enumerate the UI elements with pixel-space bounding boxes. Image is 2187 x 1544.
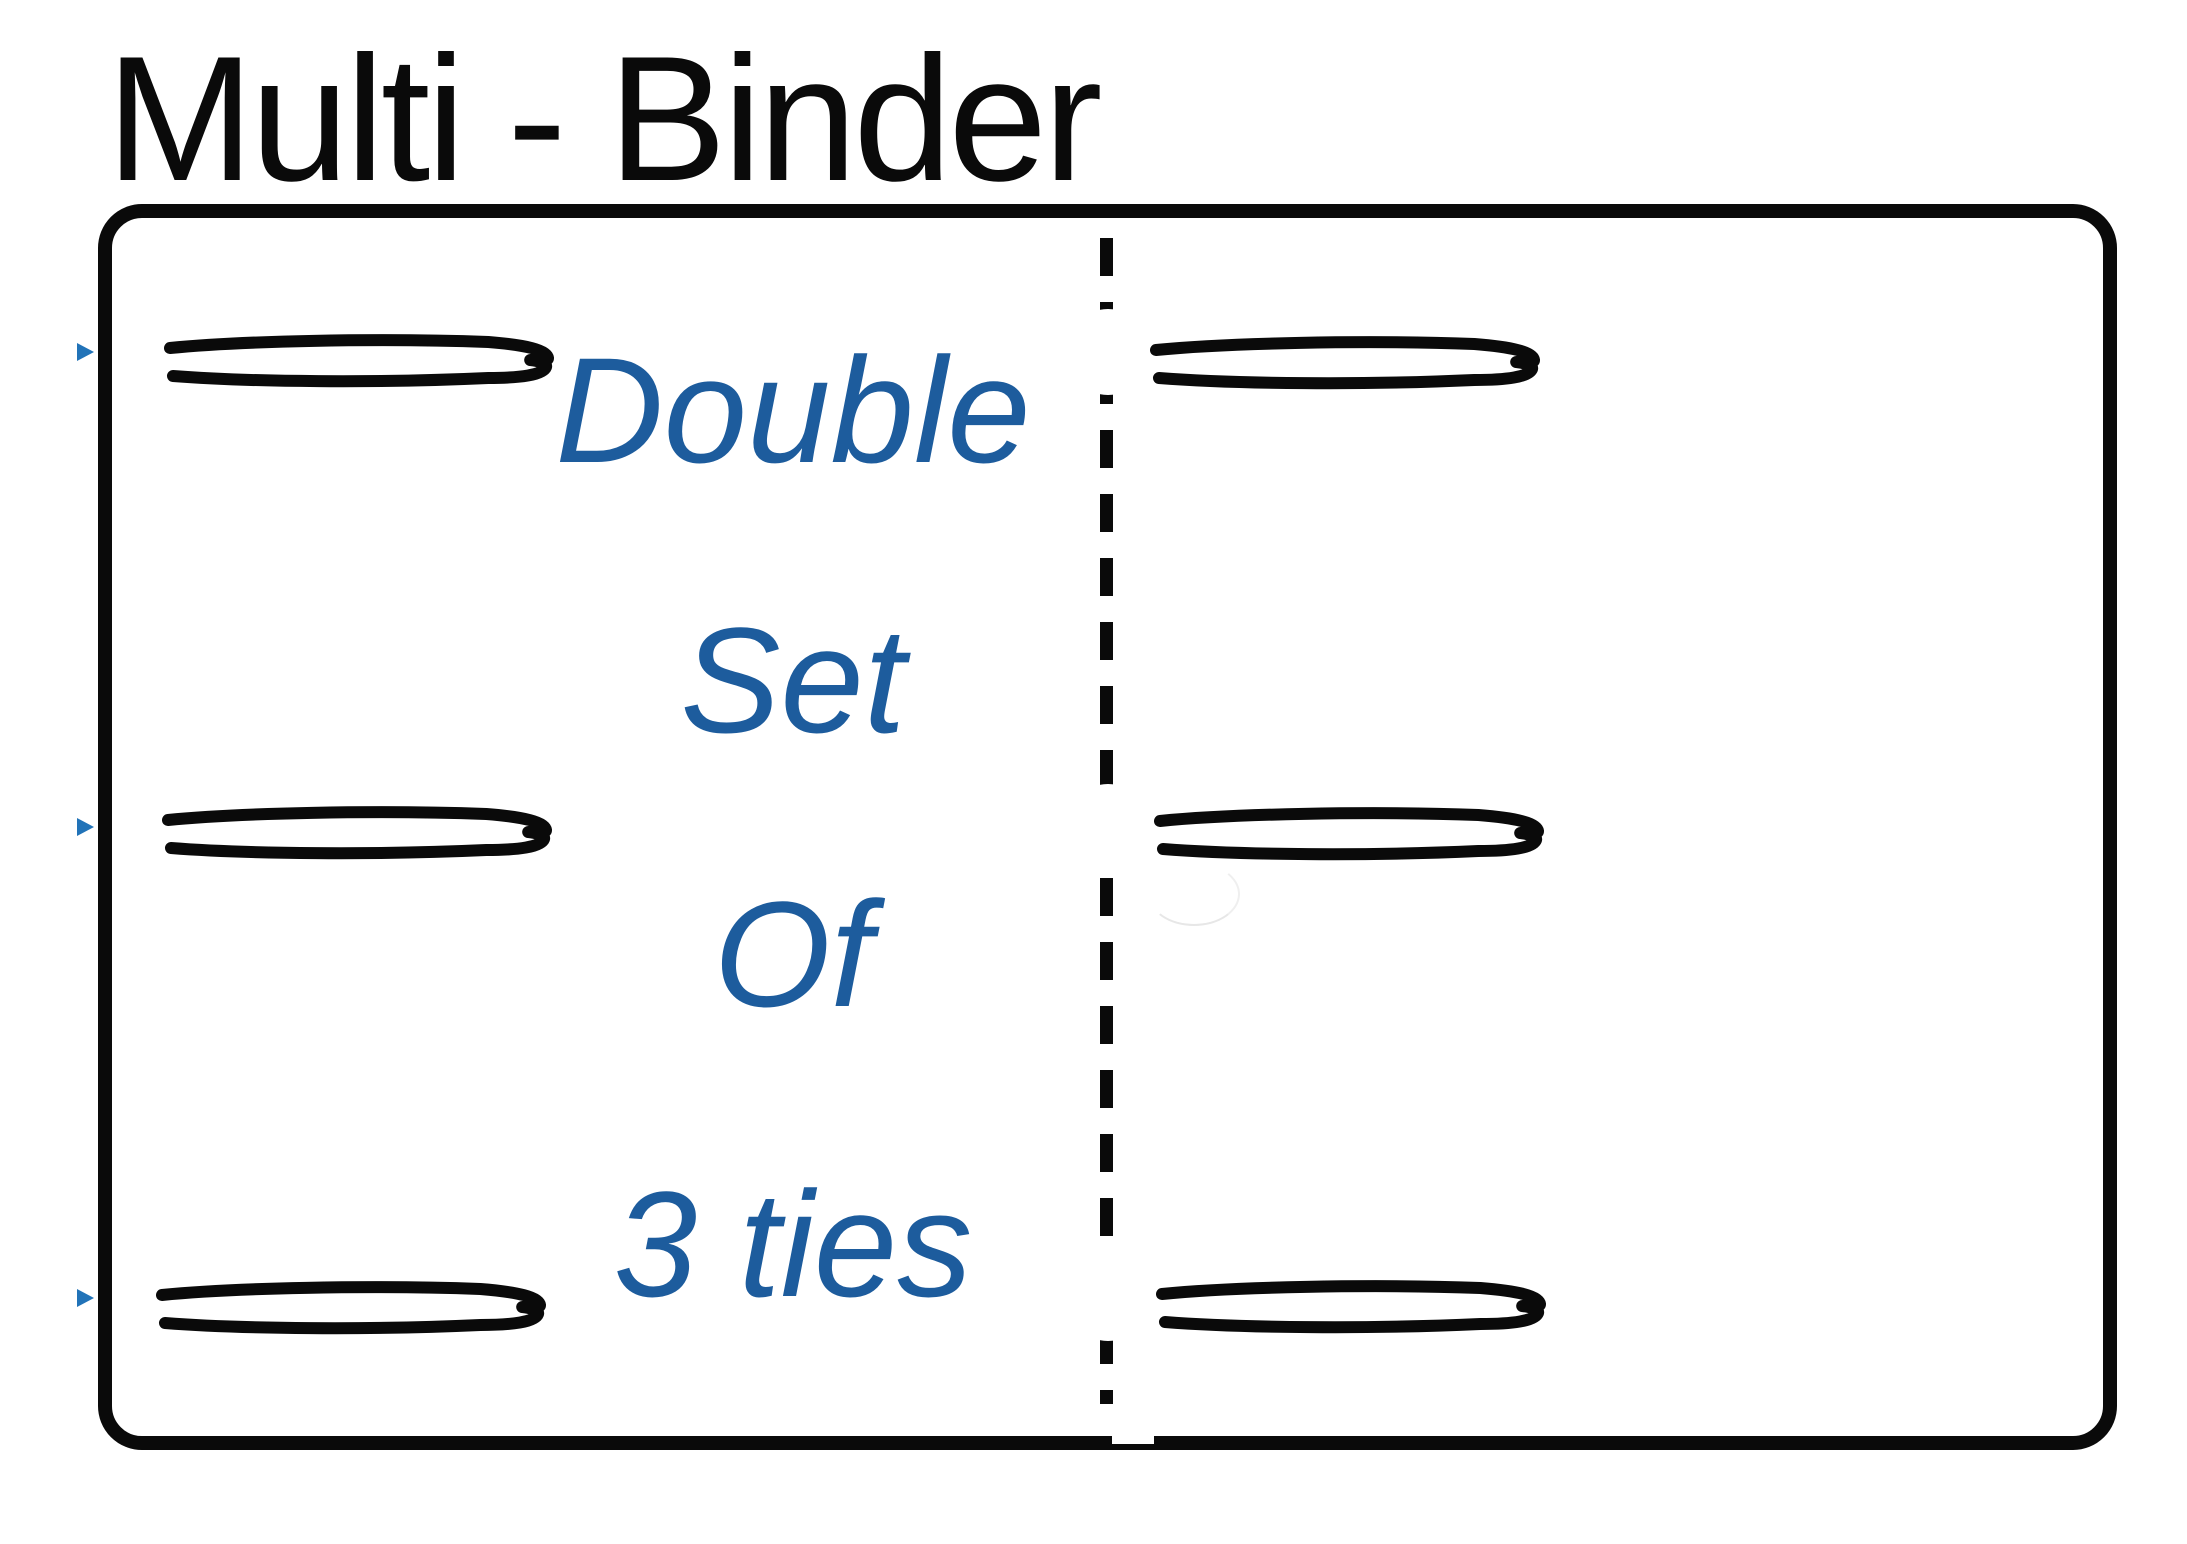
fold-gap-middle (1065, 784, 1151, 870)
tie-right-top-icon (1146, 334, 1544, 390)
tie-right-bottom-icon (1152, 1278, 1550, 1334)
smudge-artifact (1148, 862, 1240, 926)
tie-pointer-arrow-icon-bottom (77, 1289, 94, 1307)
fold-gap-bottom (1065, 1255, 1151, 1341)
tie-pointer-arrow-icon-middle (77, 818, 94, 836)
tie-left-top-icon (160, 332, 558, 388)
binder-outline (98, 204, 2117, 1450)
diagram-title: Multi - Binder (106, 19, 1103, 218)
tie-pointer-arrow-icon-top (77, 343, 94, 361)
tie-right-middle-icon (1150, 805, 1548, 861)
border-nick-artifact (1112, 1436, 1154, 1444)
tie-left-middle-icon (158, 804, 556, 860)
tie-left-bottom-icon (152, 1279, 550, 1335)
fold-gap-top (1065, 309, 1151, 395)
